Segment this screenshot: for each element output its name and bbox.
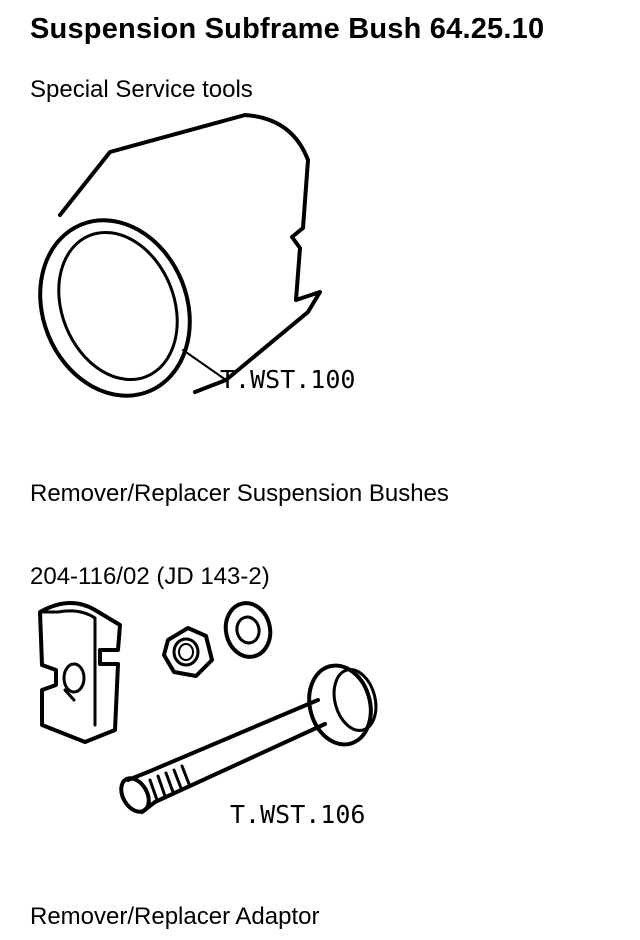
- special-service-tools-heading: Special Service tools: [30, 76, 253, 103]
- remover-replacer-bushes-heading: Remover/Replacer Suspension Bushes: [30, 480, 449, 507]
- threaded-bolt: [119, 663, 378, 814]
- sleeve-body: [38, 113, 322, 398]
- hex-nut: [162, 626, 214, 678]
- page-title: Suspension Subframe Bush 64.25.10: [30, 13, 545, 45]
- remover-replacer-adaptor-heading: Remover/Replacer Adaptor: [30, 903, 320, 930]
- part-number-heading: 204-116/02 (JD 143-2): [30, 563, 270, 590]
- sleeve-tool-label: T.WST.100: [220, 365, 356, 394]
- bolt-kit-label: T.WST.106: [230, 800, 366, 829]
- washer: [223, 601, 273, 659]
- split-bush-block: [38, 601, 122, 744]
